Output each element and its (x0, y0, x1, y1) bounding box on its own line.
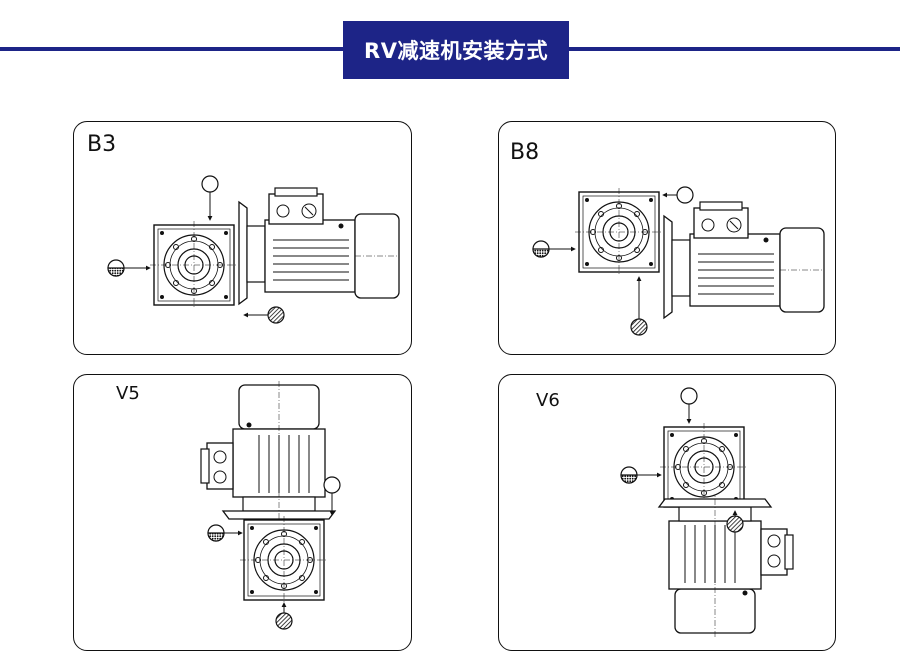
panel-label-b8: B8 (510, 140, 540, 165)
header-rule-left (0, 47, 343, 51)
panel-label-v6: V6 (536, 390, 560, 411)
diagram-b3 (107, 175, 400, 324)
gearbox-drawing (239, 515, 329, 605)
motor-drawing (658, 494, 794, 638)
hatched-circle-icon (267, 306, 285, 324)
motor-drawing (200, 380, 336, 524)
gearbox-drawing (149, 220, 239, 310)
mounting-panel-v6: V6 (498, 374, 836, 651)
gearbox-drawing (659, 422, 749, 512)
hatched-circle-icon (630, 318, 648, 336)
empty-circle-icon (201, 175, 219, 193)
mounting-panel-v5: V5 (73, 374, 412, 651)
mounting-panel-b3: B3 (73, 121, 412, 355)
panel-label-b3: B3 (87, 132, 117, 157)
hatched-circle-icon (275, 612, 293, 630)
header-rule-right (569, 47, 900, 51)
empty-circle-icon (680, 387, 698, 405)
empty-circle-icon (323, 476, 341, 494)
diagram-v6 (620, 387, 794, 638)
gearbox-drawing (574, 187, 664, 277)
motor-drawing (663, 201, 825, 319)
diagram-v5 (200, 380, 341, 630)
empty-circle-icon (676, 186, 694, 204)
hatched-circle-icon (726, 515, 744, 533)
mounting-panel-b8: B8 (498, 121, 836, 355)
panel-label-v5: V5 (116, 383, 140, 404)
page-title: RV减速机安装方式 (343, 21, 569, 79)
motor-drawing (238, 187, 400, 305)
diagram-b8 (532, 186, 825, 336)
